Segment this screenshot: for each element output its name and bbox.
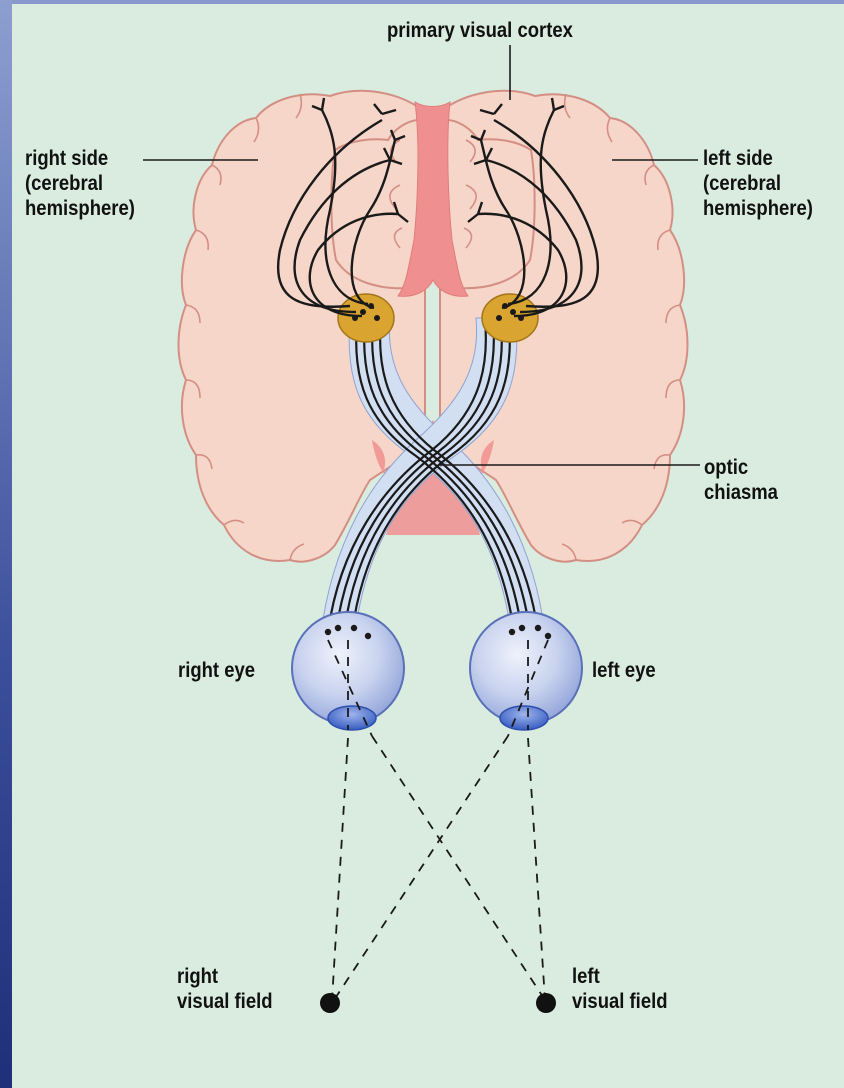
left-visual-field-dot [536, 993, 556, 1013]
right-lateral-geniculate-nucleus [338, 294, 394, 342]
label-right-eye: right eye [178, 658, 255, 683]
right-visual-field-dot [320, 993, 340, 1013]
label-left-side: left side (cerebral hemisphere) [703, 146, 813, 221]
label-primary-visual-cortex: primary visual cortex [387, 18, 573, 43]
left-lateral-geniculate-nucleus [482, 294, 538, 342]
right-eye-lens [328, 706, 376, 730]
label-left-visual-field: left visual field [572, 964, 668, 1014]
label-right-side: right side (cerebral hemisphere) [25, 146, 135, 221]
label-right-visual-field: right visual field [177, 964, 273, 1014]
label-optic-chiasma: optic chiasma [704, 455, 778, 505]
left-eye-lens [500, 706, 548, 730]
label-left-eye: left eye [592, 658, 656, 683]
